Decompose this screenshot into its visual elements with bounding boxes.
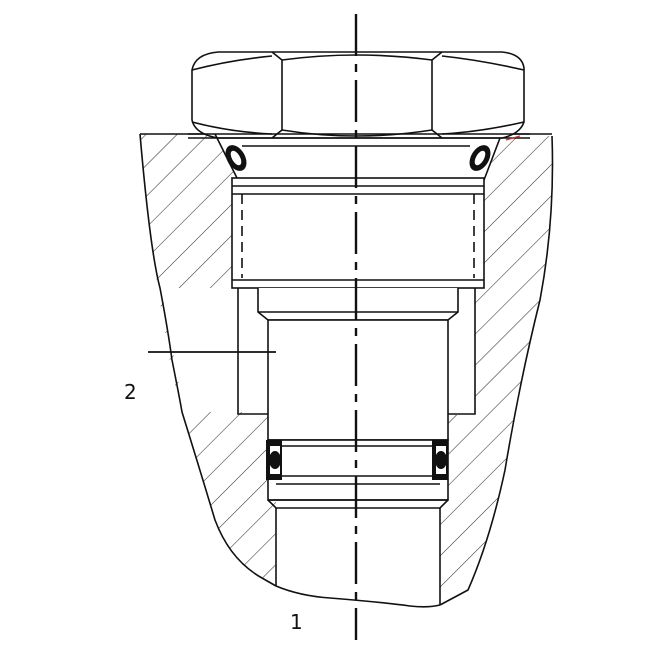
nut-seat <box>214 133 501 181</box>
cartridge-mid-body <box>237 288 476 441</box>
seat-o-ring-right <box>469 145 491 171</box>
threaded-section <box>231 177 485 289</box>
callout-2-label: 2 <box>124 380 137 404</box>
lower-o-ring-right <box>432 440 448 480</box>
lower-seal-section <box>267 439 449 605</box>
hex-nut <box>188 51 530 139</box>
lower-o-ring-left <box>266 440 282 480</box>
seat-o-ring-left <box>225 145 247 171</box>
seat-accent-mark <box>505 135 521 141</box>
body-section-left <box>140 134 276 586</box>
body-section-right <box>440 136 553 605</box>
callout-1-label: 1 <box>290 610 303 634</box>
